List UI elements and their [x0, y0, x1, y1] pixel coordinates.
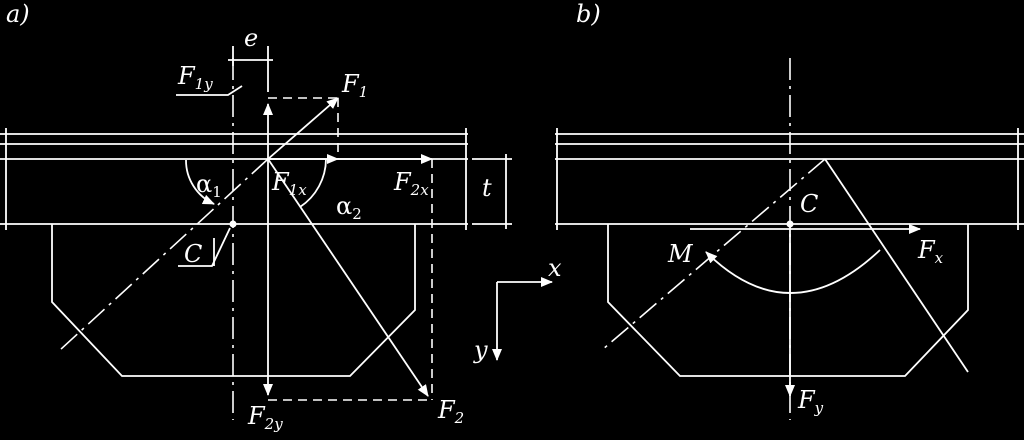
panel-a: a) e F1y F1 α1 F1x α2 F2x t C x y F2y F2 [0, 0, 562, 433]
alpha2-arc [299, 158, 327, 208]
inclined-axis-b-left [601, 158, 826, 351]
c-leader-a [178, 227, 231, 267]
inclined-axis-a [59, 158, 269, 351]
inclined-axis-b-right [824, 158, 969, 373]
label-f2: F2 [437, 396, 464, 427]
label-f1: F1 [341, 70, 368, 101]
label-x: x [548, 254, 562, 282]
label-f1x: F1x [271, 168, 307, 199]
b-gusset-plate [607, 224, 969, 377]
label-fx: Fx [917, 236, 944, 267]
point-c-a [229, 220, 237, 228]
label-alpha1: α1 [196, 170, 222, 201]
label-f2y: F2y [247, 402, 283, 433]
label-m: M [667, 240, 694, 268]
label-y: y [473, 336, 488, 364]
label-e: e [244, 24, 258, 52]
panel-a-label: a) [6, 0, 30, 28]
moment-arc [705, 249, 881, 294]
label-c-a: C [184, 240, 202, 268]
f1y-leader [176, 85, 243, 96]
label-t: t [482, 174, 492, 202]
gusset-plate [51, 224, 416, 377]
label-fy: Fy [797, 386, 824, 417]
f2-arrow [267, 158, 429, 397]
alpha1-arc [185, 159, 215, 205]
label-f1y: F1y [177, 62, 213, 93]
f1-arrow [267, 97, 339, 160]
label-f2x: F2x [393, 168, 429, 199]
panel-b: b) C M Fx Fy [555, 0, 1024, 420]
label-c-b: C [800, 190, 818, 218]
panel-b-label: b) [576, 0, 601, 28]
label-alpha2: α2 [336, 192, 362, 223]
